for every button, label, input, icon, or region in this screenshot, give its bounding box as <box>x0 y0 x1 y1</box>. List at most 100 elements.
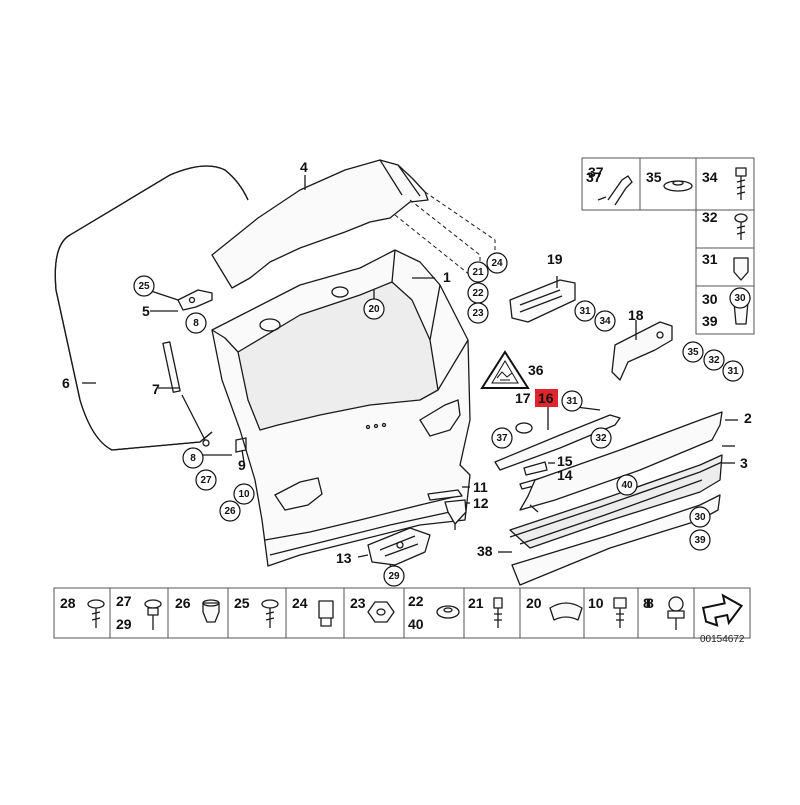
part-number-label: 37 <box>588 164 604 180</box>
callout-circle: 37 <box>491 427 513 449</box>
callout-circle: 31 <box>561 390 583 412</box>
legend-number: 24 <box>292 595 308 611</box>
callout-circle: 39 <box>689 529 711 551</box>
callout-circle: 10 <box>233 483 255 505</box>
callout-circle: 22 <box>467 282 489 304</box>
callout-circle: 24 <box>486 252 508 274</box>
part-number-label: 18 <box>628 307 644 323</box>
callout-circle: 40 <box>616 474 638 496</box>
legend-number: 26 <box>175 595 191 611</box>
legend-number: 23 <box>350 595 366 611</box>
legend-number: 22 <box>408 593 424 609</box>
lock-part <box>367 527 431 566</box>
svg-text:22: 22 <box>472 288 484 299</box>
legend-number: 37 <box>586 169 602 185</box>
svg-text:34: 34 <box>599 316 611 327</box>
svg-text:24: 24 <box>491 258 503 269</box>
navigation-arrow-icon <box>701 593 744 627</box>
svg-text:27: 27 <box>200 475 212 486</box>
legend-number: 8 <box>643 595 651 611</box>
callout-circle: 35 <box>682 341 704 363</box>
grommet-icon <box>663 180 693 192</box>
svg-text:21: 21 <box>472 267 484 278</box>
part-number-label: 15 <box>557 453 573 469</box>
tailgate-part <box>211 249 471 567</box>
part-number-label: 8 <box>646 595 654 611</box>
part-number-label: 9 <box>238 457 246 473</box>
part-number-label: 3 <box>740 455 748 471</box>
part-number-label: 19 <box>547 251 563 267</box>
legend-number: 10 <box>588 595 604 611</box>
legend-number: 32 <box>702 209 718 225</box>
bottom-fastener-legend <box>53 587 751 639</box>
tailgate-trim-part <box>509 411 723 586</box>
svg-text:32: 32 <box>708 355 720 366</box>
callout-circle: 26 <box>219 500 241 522</box>
svg-text:37: 37 <box>496 433 508 444</box>
callout-circle: 27 <box>195 469 217 491</box>
legend-number: 40 <box>408 616 424 632</box>
svg-text:29: 29 <box>388 571 400 582</box>
callout-circle: 25 <box>133 275 155 297</box>
handle-part <box>494 414 621 471</box>
callout-circle: 29 <box>383 565 405 587</box>
part-number-label: 4 <box>300 159 308 175</box>
legend-number: 27 <box>116 593 132 609</box>
part-number-label: 14 <box>557 467 573 483</box>
callout-circle: 8 <box>185 312 207 334</box>
part-number-label: 16 <box>538 390 554 406</box>
legend-number: 31 <box>702 251 718 267</box>
callout-circle: 30 <box>689 506 711 528</box>
o-ring-part <box>515 422 533 434</box>
callout-circle: 20 <box>363 298 385 320</box>
part-number-label: 13 <box>336 550 352 566</box>
svg-text:32: 32 <box>595 433 607 444</box>
svg-text:20: 20 <box>368 304 380 315</box>
part-number-label: 7 <box>152 381 160 397</box>
callout-circle: 30 <box>729 287 751 309</box>
svg-text:40: 40 <box>621 480 633 491</box>
callout-circle: 21 <box>467 261 489 283</box>
svg-text:31: 31 <box>566 396 578 407</box>
callout-circle: 31 <box>722 360 744 382</box>
legend-number: 25 <box>234 595 250 611</box>
callout-circle: 32 <box>703 349 725 371</box>
bracket-18-part <box>611 321 673 381</box>
gas-strut-part <box>162 341 210 447</box>
svg-text:30: 30 <box>694 512 706 523</box>
screw-icon <box>735 167 747 177</box>
part-number-label: 2 <box>744 410 752 426</box>
reference-code: 00154672 <box>700 634 745 645</box>
part-number-label: 11 <box>473 479 488 495</box>
part-number-label: 6 <box>62 375 70 391</box>
right-fastener-legend <box>581 157 755 335</box>
svg-text:8: 8 <box>193 318 199 329</box>
screw-icon <box>734 213 748 223</box>
legend-number: 21 <box>468 595 484 611</box>
part-number-label: 12 <box>473 495 489 511</box>
legend-number: 29 <box>116 616 132 632</box>
seal-part <box>54 165 249 451</box>
callout-circle: 32 <box>590 427 612 449</box>
svg-text:23: 23 <box>472 308 484 319</box>
part-number-label: 36 <box>528 362 544 378</box>
svg-text:8: 8 <box>190 453 196 464</box>
svg-text:39: 39 <box>694 535 706 546</box>
svg-text:30: 30 <box>734 293 746 304</box>
legend-number: 20 <box>526 595 542 611</box>
part-number-label: 5 <box>142 303 150 319</box>
connector-icon <box>607 175 633 206</box>
svg-text:31: 31 <box>727 366 739 377</box>
part-number-label: 1 <box>443 269 451 285</box>
highlight-box <box>535 389 558 407</box>
svg-text:26: 26 <box>224 506 236 517</box>
trim-11-part <box>427 489 463 501</box>
bracket-19-part <box>509 279 576 323</box>
hinge-part <box>177 289 213 311</box>
legend-number: 28 <box>60 595 76 611</box>
callout-circle: 23 <box>467 302 489 324</box>
legend-number: 39 <box>702 313 718 329</box>
callout-circle: 31 <box>574 300 596 322</box>
part-number-label: 38 <box>477 543 493 559</box>
